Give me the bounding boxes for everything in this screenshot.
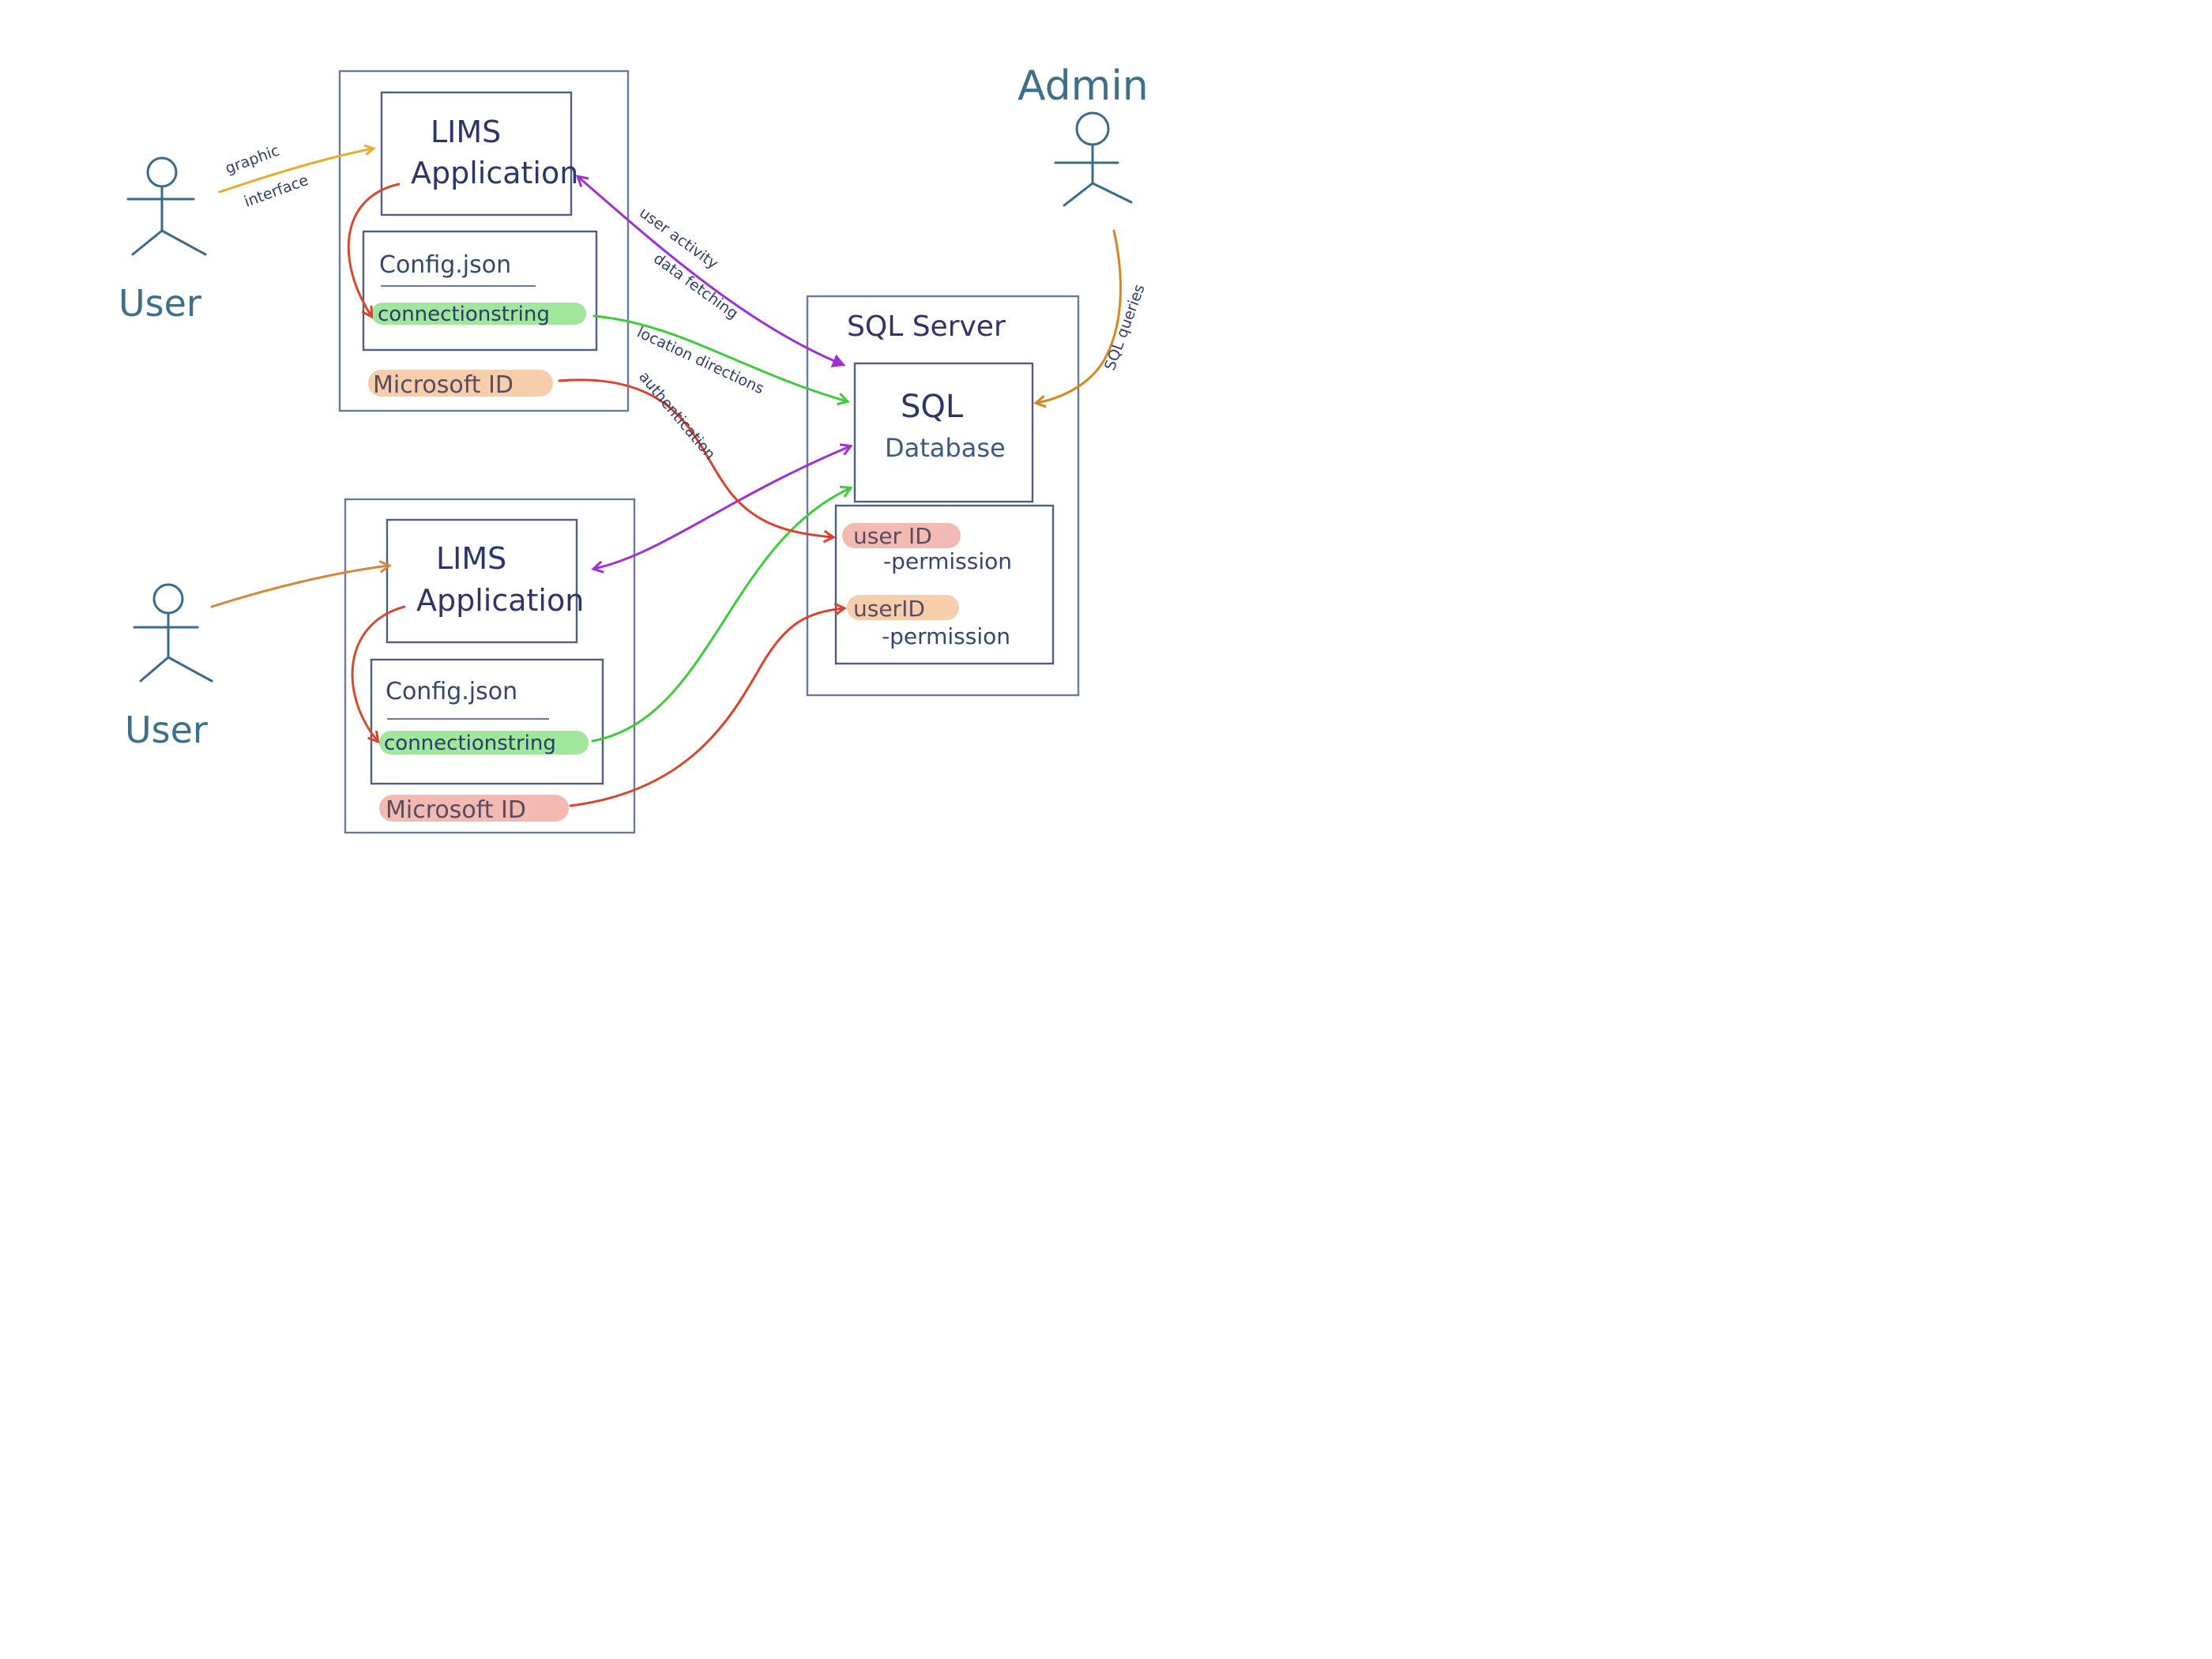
user-actor-bottom: User [125, 583, 213, 751]
sql-server-container: SQL Server SQL Database user ID -permiss… [806, 295, 1080, 697]
microsoft-id-highlight-top [368, 370, 553, 397]
graphic-interface-arrow [218, 149, 373, 194]
lims-app-title-top: LIMS [431, 115, 501, 149]
authentication-arrow [558, 378, 833, 537]
location-directions-arrow [592, 314, 847, 401]
sql-database-title: SQL [901, 389, 964, 425]
lims-app-subtitle-bottom: Application [416, 583, 584, 618]
microsoft-id-bottom: Microsoft ID [386, 796, 526, 824]
config-box-bottom [370, 658, 604, 785]
bottom-user-activity-arrow [594, 446, 850, 569]
connection-string-top: connectionstring [378, 303, 550, 326]
user-id-1: user ID [853, 523, 932, 549]
bottom-authentication-arrow [569, 608, 844, 807]
user-label-top: User [118, 282, 201, 325]
actor-head [152, 583, 184, 615]
user-id-highlight-1 [842, 523, 961, 548]
permission-1: -permission [883, 548, 1012, 574]
sql-database-box [853, 362, 1034, 503]
user-activity-arrow [578, 177, 844, 365]
authentication-label: authentication [635, 368, 719, 463]
user-id-2: userID [853, 596, 925, 622]
actor-head [1075, 111, 1110, 146]
sql-database-subtitle: Database [885, 433, 1006, 463]
architecture-diagram: User User Admin LIMS Application Config.… [118, 62, 1149, 834]
config-label-top: Config.json [379, 251, 511, 279]
top-app-to-connection-arrow [347, 182, 401, 316]
connection-string-bottom: connectionstring [384, 732, 556, 755]
graphic-label: graphic [223, 142, 282, 178]
microsoft-id-highlight-bottom [379, 795, 569, 822]
lims-app-title-bottom: LIMS [436, 541, 506, 576]
bottom-location-arrow [591, 488, 850, 743]
config-label-bottom: Config.json [386, 678, 517, 705]
lims-container-bottom: LIMS Application Config.json connections… [344, 498, 636, 834]
user-label-bottom: User [125, 709, 208, 751]
lims-app-box-bottom [386, 518, 578, 644]
connection-string-highlight-top [371, 303, 586, 325]
admin-label: Admin [1018, 62, 1149, 110]
bottom-app-to-connection-arrow [351, 605, 406, 741]
user-permissions-box [834, 504, 1055, 665]
microsoft-id-top: Microsoft ID [373, 371, 514, 399]
sql-queries-arrow [1036, 229, 1122, 403]
lims-app-subtitle-top: Application [411, 156, 578, 190]
lims-container-top: LIMS Application Config.json connections… [338, 70, 630, 412]
user-actor-top: User [118, 156, 207, 325]
connection-string-highlight-bottom [379, 731, 589, 754]
interface-label: interface [242, 171, 310, 211]
bottom-user-to-app-arrow [210, 566, 389, 608]
sql-queries-label: SQL queries [1101, 282, 1149, 373]
lims-app-box-top [380, 91, 573, 216]
config-box-top [362, 230, 598, 352]
sql-server-title: SQL Server [847, 310, 1006, 343]
lims-outer-box-bottom [344, 498, 636, 834]
admin-actor: Admin [1018, 62, 1149, 207]
user-id-highlight-2 [847, 595, 959, 620]
actor-head [146, 156, 178, 188]
permission-2: -permission [882, 623, 1010, 649]
